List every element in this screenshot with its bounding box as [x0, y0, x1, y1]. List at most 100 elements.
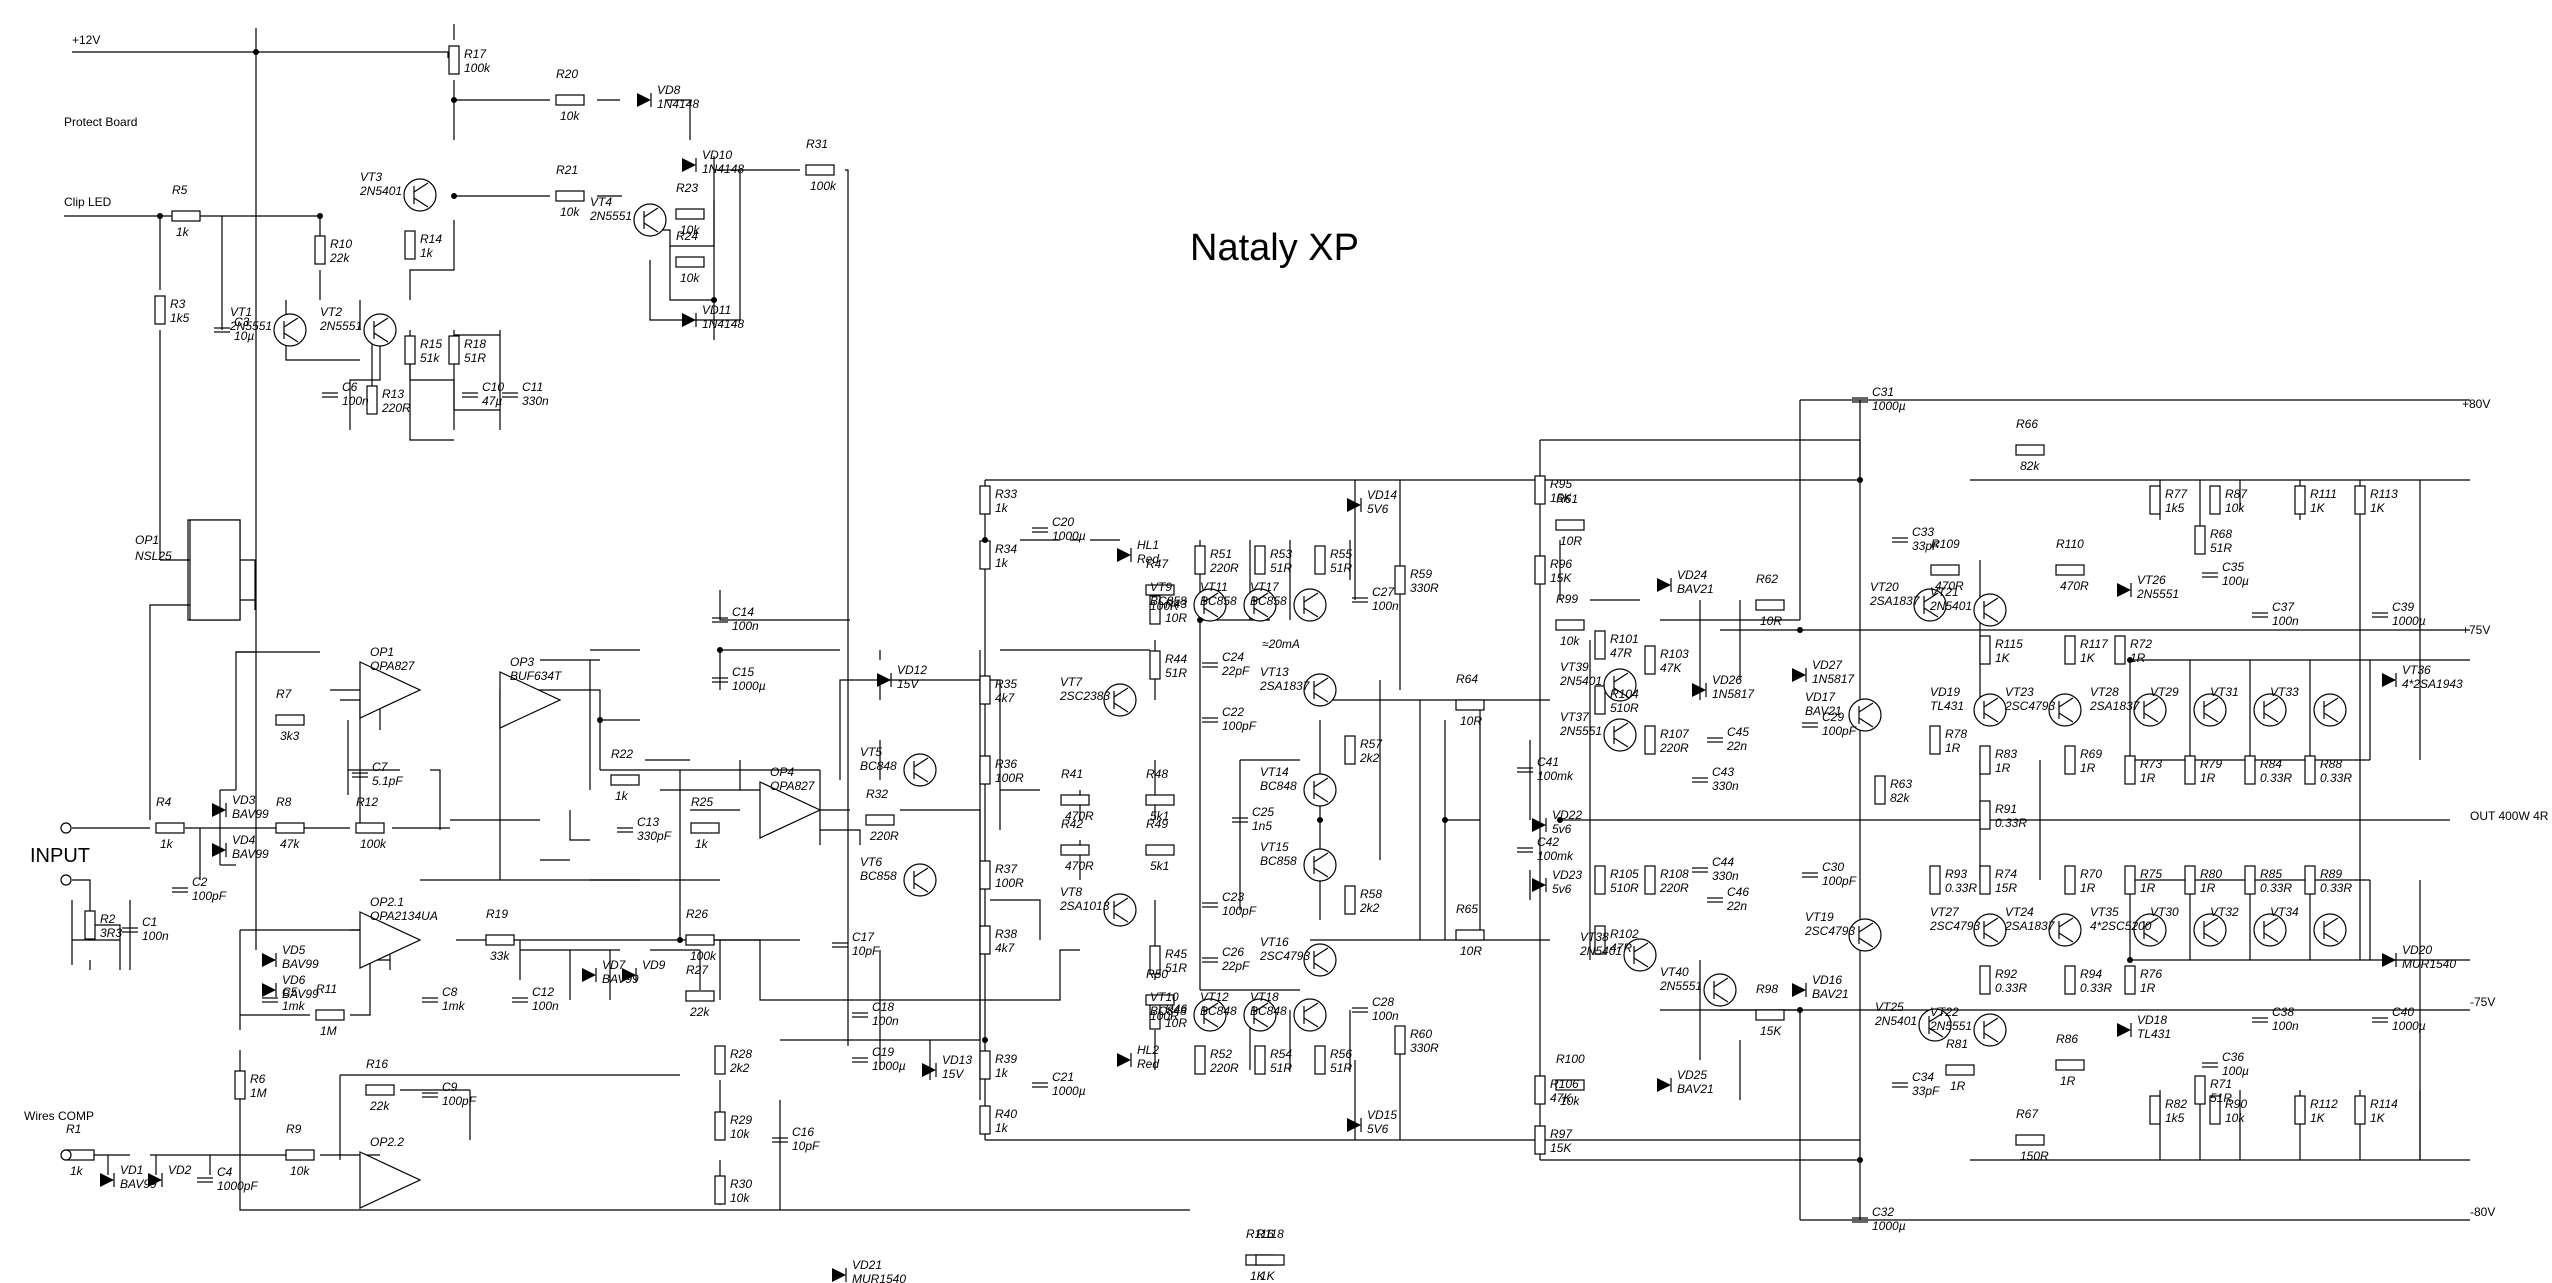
- part-vt9: [1193, 588, 1227, 622]
- resistor-r17: [448, 45, 460, 75]
- capacitor-c42: [1517, 847, 1533, 853]
- resistor-r73: [2124, 755, 2136, 785]
- resistor-value: 1k: [995, 501, 1009, 515]
- transistor-type: 2N5401: [1929, 599, 1972, 613]
- capacitor-c23: [1202, 902, 1218, 908]
- resistor-r49: [1145, 844, 1175, 856]
- diode-type: BAV21: [1677, 582, 1714, 596]
- transistor-ref: VT4: [590, 195, 612, 209]
- part-vd17: [1848, 698, 1882, 732]
- part-vt3: [403, 178, 437, 212]
- resistor-r25: [690, 822, 720, 834]
- optocoupler-ref: OP1: [135, 533, 159, 547]
- capacitor-value: 22n: [1726, 899, 1747, 913]
- diode-type: BAV21: [1677, 1082, 1714, 1096]
- resistor-r44: [1149, 650, 1161, 680]
- junction-dot: [1797, 1007, 1803, 1013]
- opamp-type: OPA827: [370, 659, 416, 673]
- resistor-value: 1K: [2310, 1111, 2326, 1125]
- resistor-value: 100R: [1150, 599, 1179, 613]
- capacitor-value: 1000pF: [217, 1179, 258, 1193]
- transistor-type: 2N5551: [1559, 724, 1602, 738]
- resistor-r71: [2194, 1075, 2206, 1105]
- resistor-value: 0.33R: [2260, 881, 2292, 895]
- part-op1: [359, 661, 422, 719]
- rail-plus75-label: +75V: [2462, 623, 2490, 637]
- diode-ref: VD2: [168, 1163, 192, 1177]
- resistor-value: 47k: [280, 837, 300, 851]
- resistor-value: 2k2: [729, 1061, 750, 1075]
- diode-type: BAV99: [282, 987, 319, 1001]
- resistor-value: 1k: [995, 1066, 1009, 1080]
- diode-ref: VD24: [1677, 568, 1707, 582]
- capacitor-c33: [1892, 537, 1908, 543]
- capacitor-ref: C43: [1712, 765, 1734, 779]
- resistor-r35: [979, 675, 991, 705]
- resistor-ref: R17: [464, 47, 487, 61]
- resistor-ref: R101: [1610, 632, 1639, 646]
- resistor-ref: R36: [995, 757, 1017, 771]
- capacitor-value: 100n: [732, 619, 759, 633]
- diode-type: BAV99: [232, 847, 269, 861]
- transistor-ref: VT7: [1060, 675, 1083, 689]
- transistor-ref: VT18: [1250, 990, 1279, 1004]
- capacitor-c32: [1852, 1217, 1868, 1223]
- capacitor-c27: [1352, 597, 1368, 603]
- resistor-value: 100R: [995, 771, 1024, 785]
- resistor-value: 1k: [995, 1121, 1009, 1135]
- resistor-value: 1k: [695, 837, 709, 851]
- resistor-ref: R57: [1360, 737, 1383, 751]
- part-op1: [189, 519, 241, 621]
- capacitor-ref: C33: [1912, 525, 1934, 539]
- diode-ref: VD8: [657, 83, 681, 97]
- resistor-r41: [1060, 794, 1090, 806]
- capacitor-ref: C16: [792, 1125, 814, 1139]
- capacitor-value: 100pF: [1822, 874, 1857, 888]
- resistor-ref: R8: [276, 795, 292, 809]
- capacitor-value: 1000µ: [2392, 614, 2426, 628]
- optocoupler-type: NSL25: [135, 549, 172, 563]
- resistor-value: 220R: [869, 829, 899, 843]
- transistor-type: 2N5401: [1559, 674, 1602, 688]
- resistor-ref: R1: [66, 1122, 81, 1136]
- resistor-r12: [355, 822, 385, 834]
- capacitor-value: 1000µ: [1872, 1219, 1906, 1233]
- resistor-ref: R59: [1410, 567, 1432, 581]
- transistor-type: BC858: [860, 869, 897, 883]
- capacitor-value: 22pF: [1221, 664, 1250, 678]
- diode-type: 1N4148: [657, 97, 699, 111]
- resistor-ref: R12: [356, 795, 378, 809]
- resistor-ref: R105: [1610, 867, 1639, 881]
- resistor-ref: R23: [676, 181, 698, 195]
- capacitor-value: 33pF: [1912, 539, 1940, 553]
- resistor-r18: [448, 335, 460, 365]
- resistor-r32: [865, 814, 895, 826]
- resistor-r104: [1594, 685, 1606, 715]
- resistor-value: 10R: [1460, 714, 1482, 728]
- resistor-ref: R109: [1931, 537, 1960, 551]
- resistor-r38: [979, 925, 991, 955]
- resistor-r14: [404, 230, 416, 260]
- part-vt1: [273, 313, 307, 347]
- capacitor-c45: [1707, 737, 1723, 743]
- part-vt18: [1293, 998, 1327, 1032]
- resistor-ref: R97: [1550, 1127, 1573, 1141]
- resistor-r74: [1979, 865, 1991, 895]
- schematic-title: Nataly XP: [1190, 227, 1359, 269]
- junction-dot: [253, 49, 259, 55]
- part-vt16: [1303, 943, 1337, 977]
- resistor-ref: R61: [1556, 492, 1578, 506]
- resistor-ref: R114: [2370, 1097, 2398, 1111]
- opamp-type: OPA2134UA: [370, 909, 438, 923]
- part-vt21: [1973, 593, 2007, 627]
- capacitor-ref: C19: [872, 1045, 894, 1059]
- transistor-type: 2SA1837: [2004, 919, 2056, 933]
- resistor-r86: [2055, 1059, 2085, 1071]
- resistor-r48: [1145, 794, 1175, 806]
- diode-type: 5v6: [1552, 882, 1572, 896]
- capacitor-ref: C22: [1222, 705, 1244, 719]
- part-vt6: [903, 863, 937, 897]
- resistor-r45: [1149, 945, 1161, 975]
- part-vd15: [1347, 1118, 1362, 1132]
- capacitor-c40: [2372, 1017, 2388, 1023]
